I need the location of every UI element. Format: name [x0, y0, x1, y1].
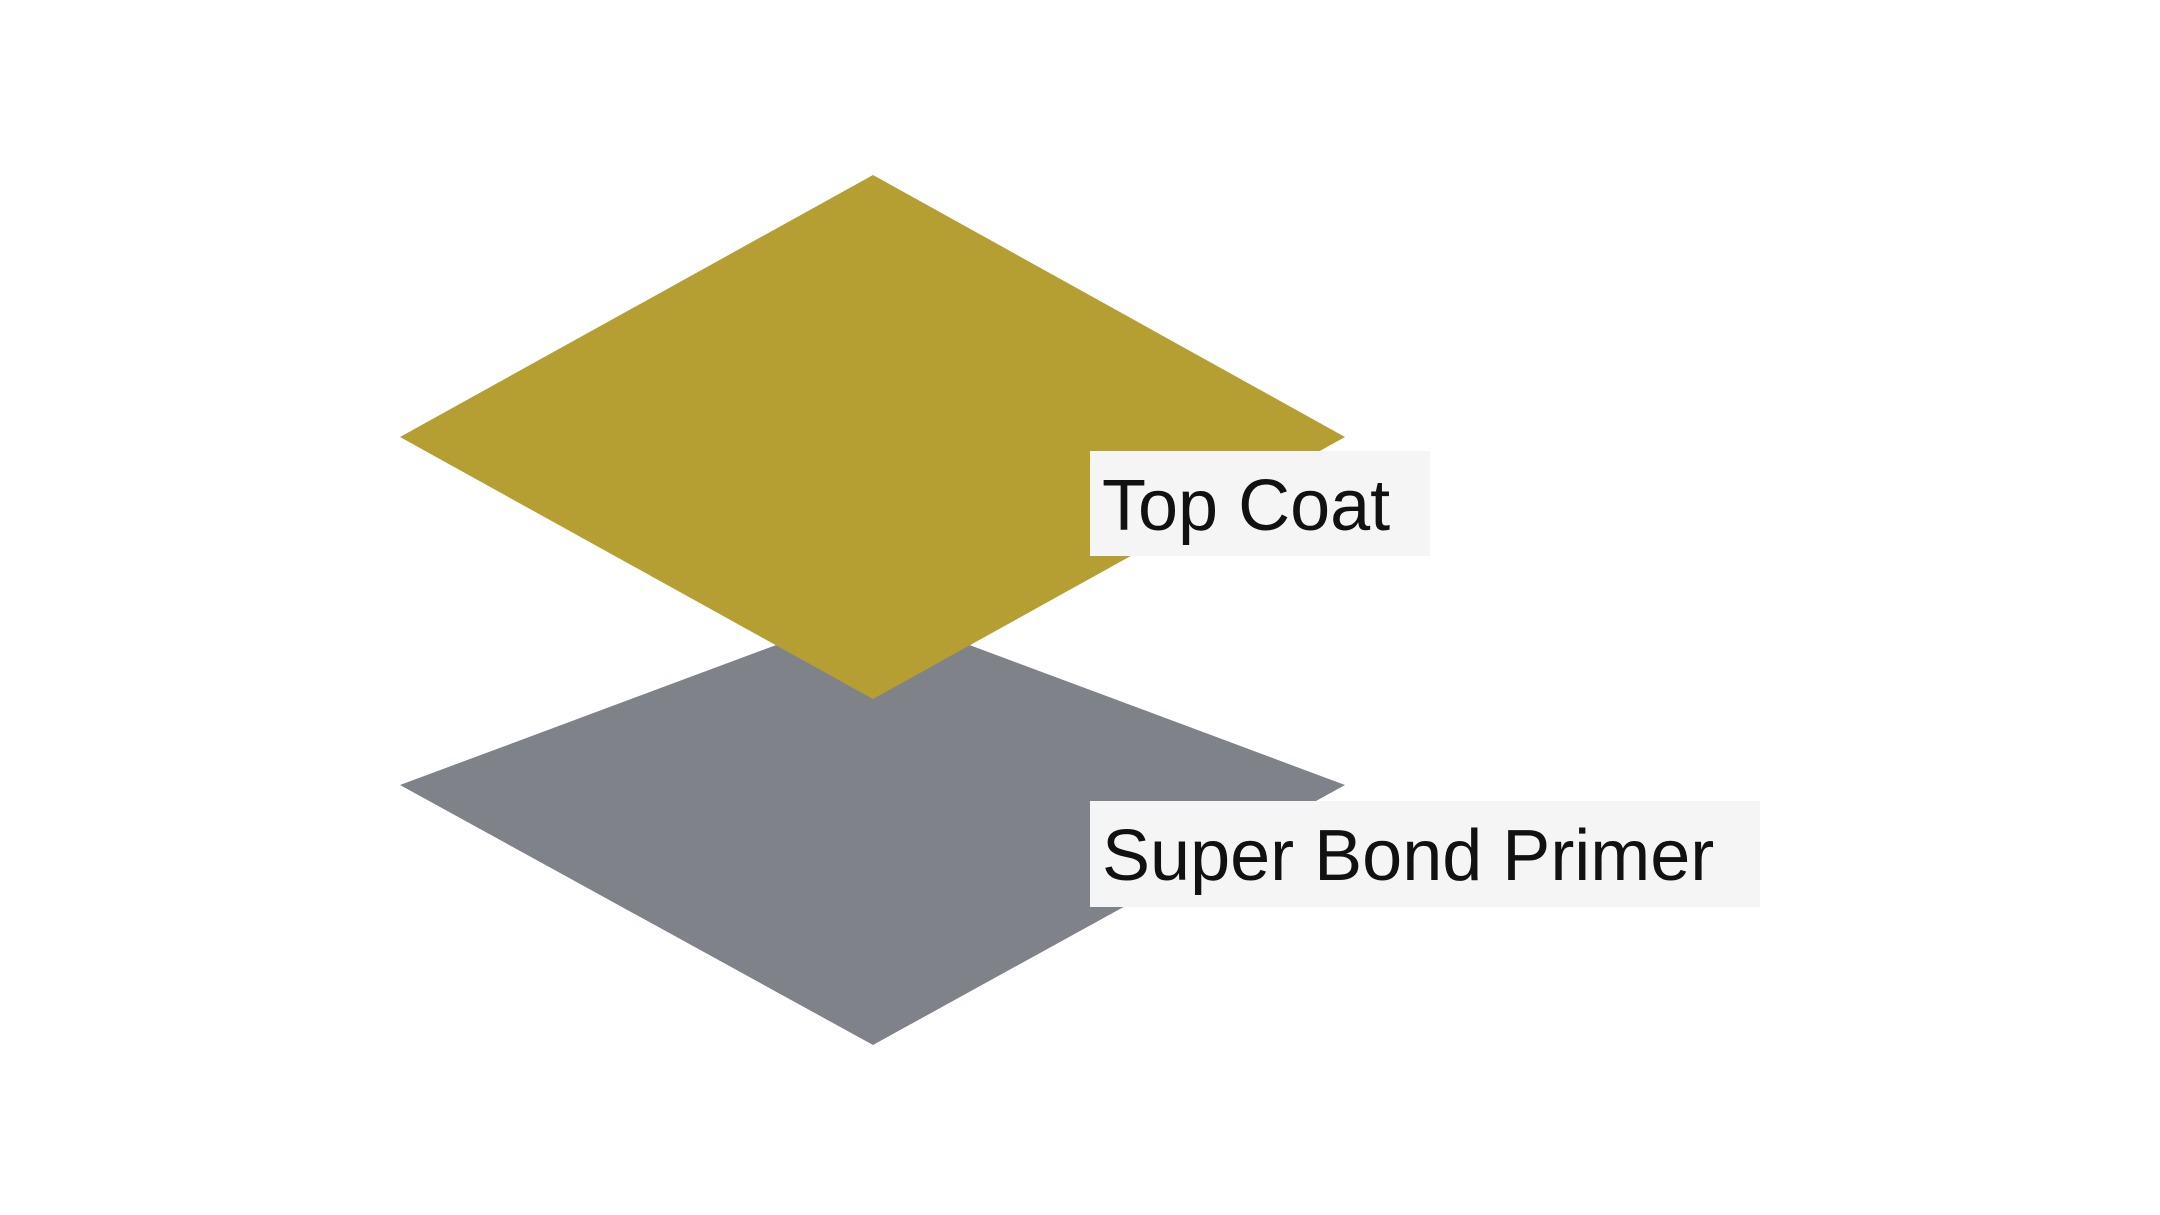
layer-super-bond-primer-plate — [400, 609, 1345, 1045]
layer-top-coat-label: Top Coat — [1102, 466, 1390, 546]
layer-top-coat-label-box — [1090, 451, 1430, 556]
layer-top-coat-plate — [400, 175, 1345, 699]
layer-super-bond-primer: Super Bond Primer — [400, 609, 1760, 1045]
layer-super-bond-primer-label: Super Bond Primer — [1102, 816, 1714, 896]
layer-super-bond-primer-label-box — [1090, 801, 1760, 907]
layer-top-coat: Top Coat — [400, 175, 1430, 699]
